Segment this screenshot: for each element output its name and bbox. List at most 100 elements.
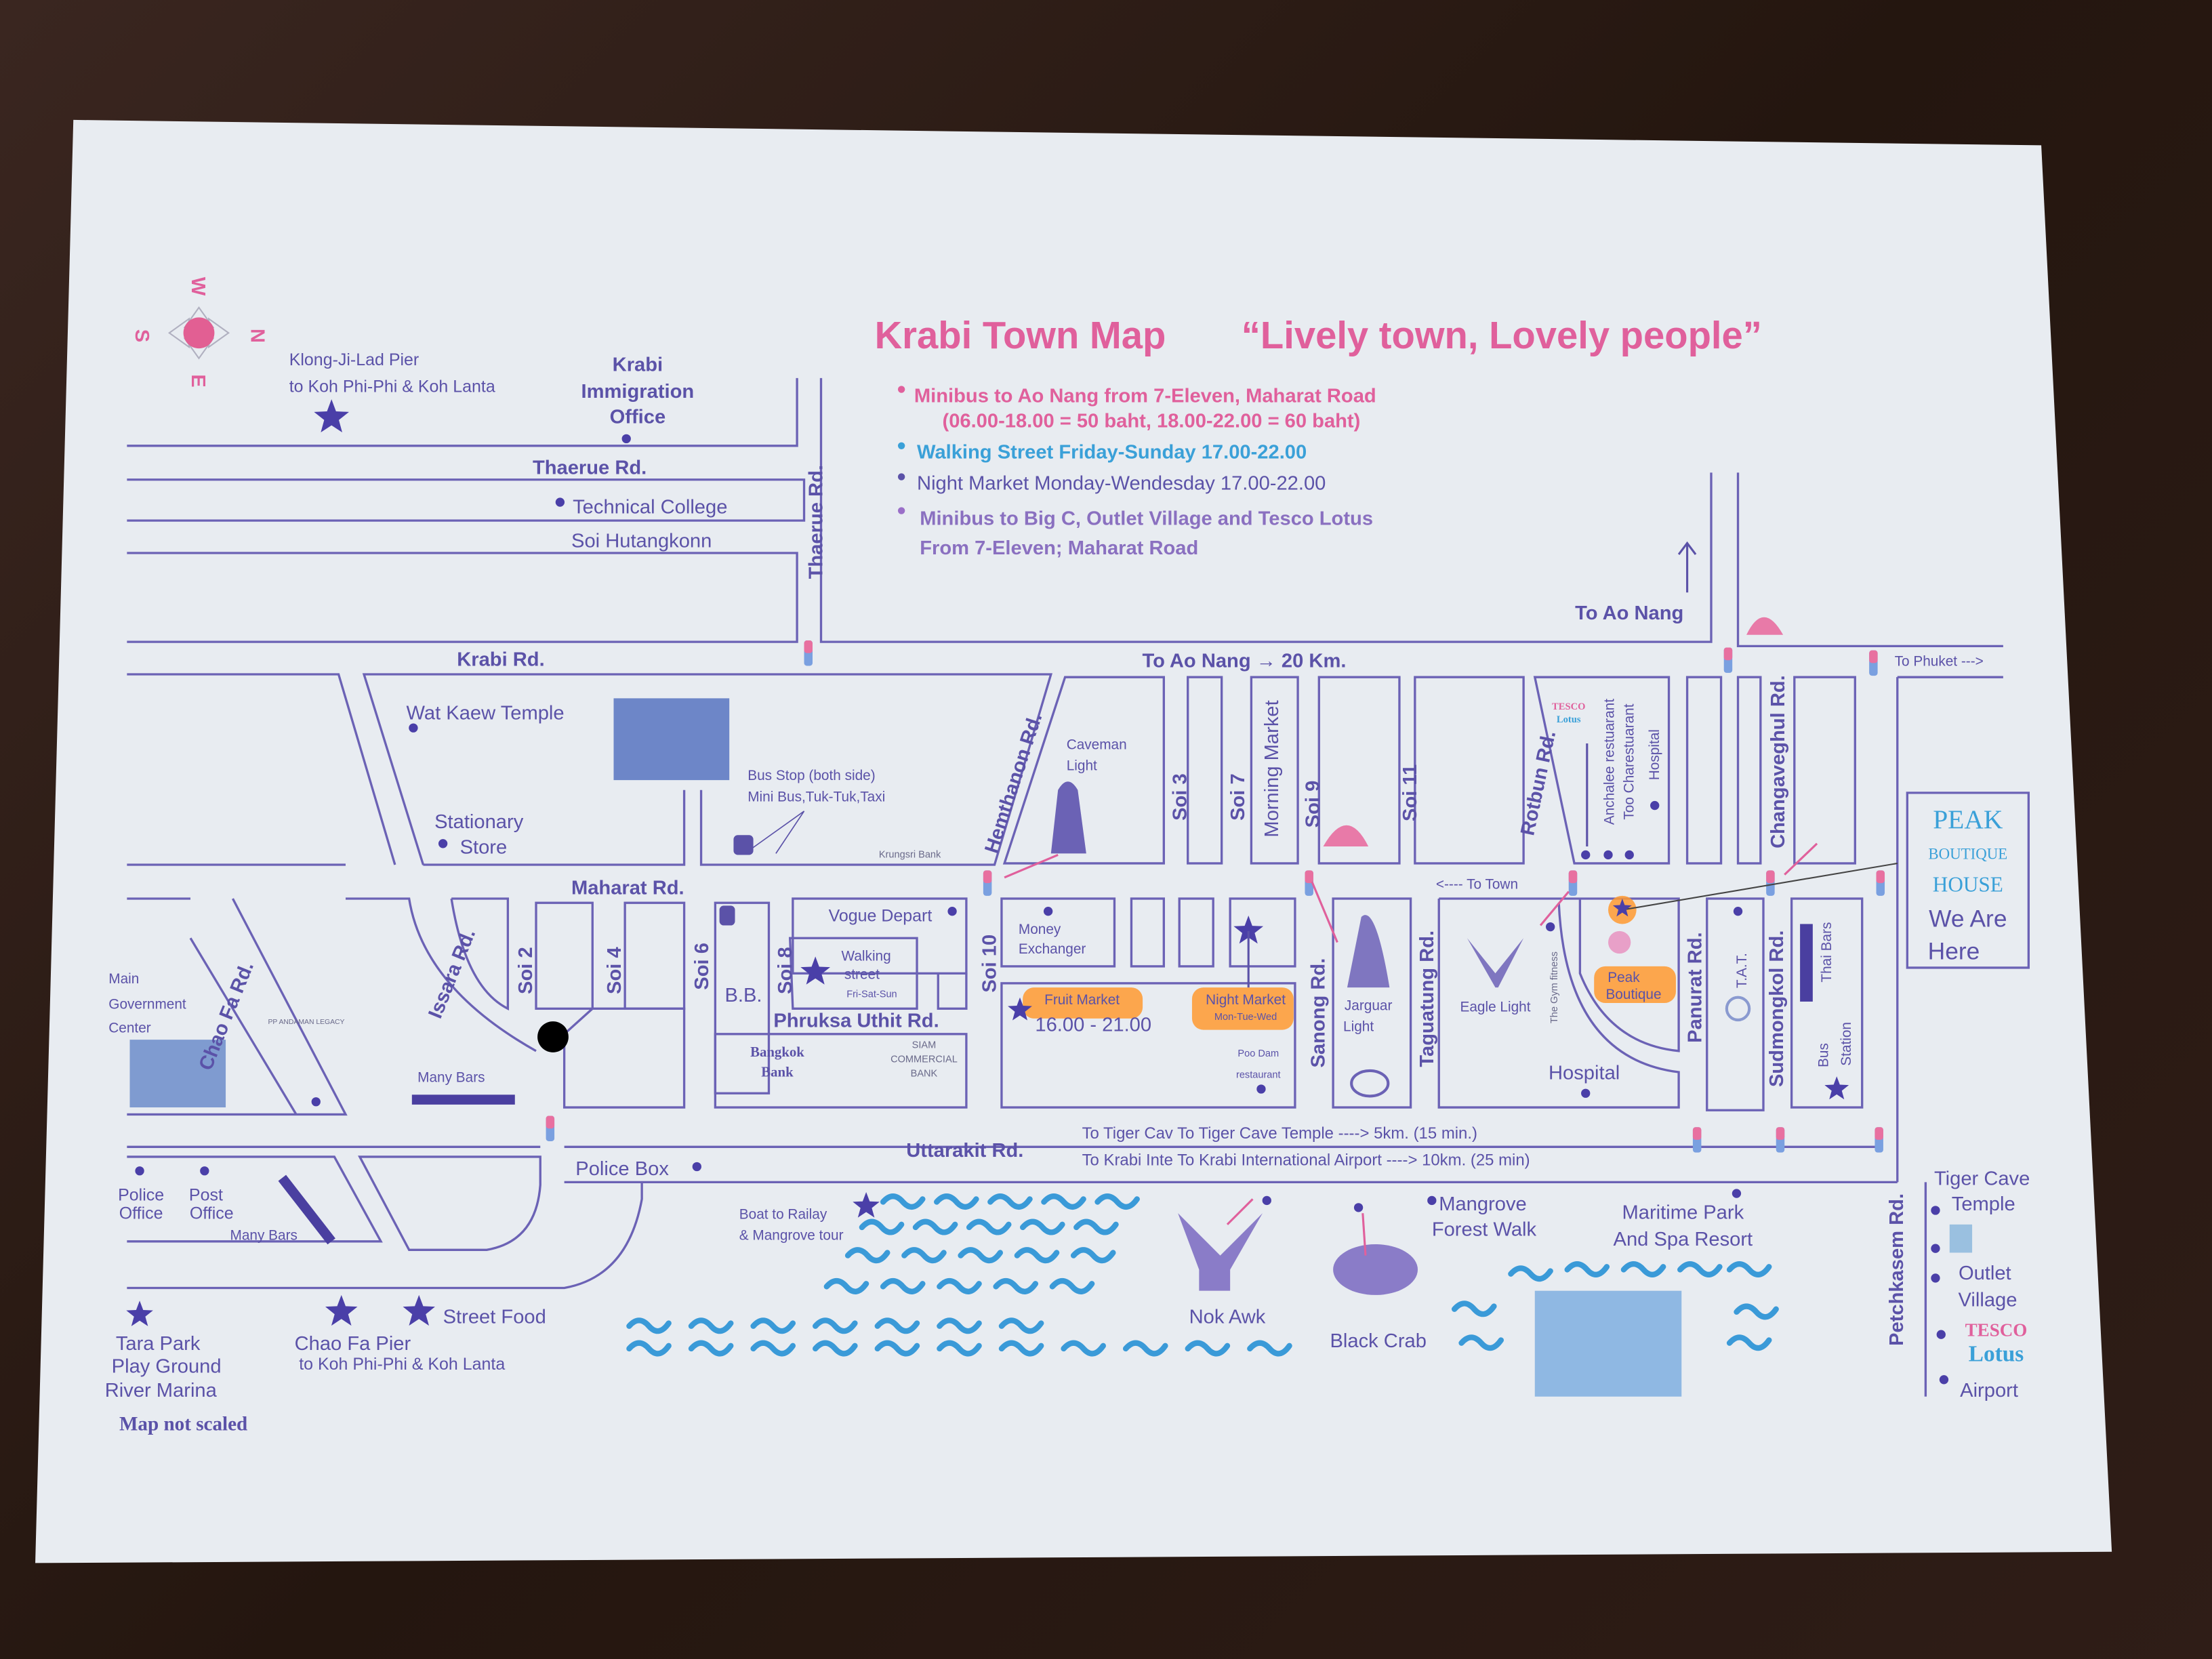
wave-icon (859, 1218, 905, 1235)
wave-icon (1041, 1193, 1086, 1210)
shell-gas-icon (1323, 825, 1369, 846)
morning-market-label: Morning Market (1261, 700, 1283, 837)
traffic-light-top (1305, 870, 1313, 884)
traffic-light-top (983, 870, 992, 884)
siam-bank-label: SIAM (912, 1040, 937, 1051)
note-minibus-from: From 7-Eleven; Maharat Road (920, 537, 1198, 559)
soi-2-label: Soi 2 (515, 947, 537, 994)
traffic-light-icon (1692, 1127, 1702, 1153)
anchalee-restaurant-label: Anchalee restuarant (1601, 699, 1617, 825)
peak-logo-icon (1608, 930, 1631, 954)
star-icon (403, 1294, 435, 1326)
wave-icon (750, 1340, 796, 1357)
tesco-lotus-logo: TESCO (1965, 1319, 2028, 1340)
thaerue-road-label: Thaerue Rd. (533, 457, 647, 478)
we-are-here-pointer (1622, 862, 1898, 911)
big-c-logo-icon (1949, 1224, 1973, 1253)
traffic-light-top (1876, 870, 1885, 884)
wave-icon (912, 1218, 958, 1235)
tesco-lotus-small-logo: Lotus (1557, 714, 1581, 725)
location-dot-icon (409, 723, 418, 733)
petchkasem-road-label: Petchkasem Rd. (1886, 1193, 1908, 1346)
tesco-lotus-small-logo: TESCO (1552, 701, 1585, 712)
traffic-light-top (1692, 1127, 1702, 1140)
stationary-store-label: Store (460, 836, 508, 858)
wave-icon (844, 1247, 890, 1264)
note-minibus-big-c: Minibus to Big C, Outlet Village and Tes… (920, 508, 1373, 529)
wave-icon (626, 1340, 672, 1357)
bus-icon (719, 905, 735, 926)
location-dot-icon (1581, 1088, 1591, 1098)
post-office-label: Post (189, 1185, 223, 1204)
government-center-label: Government (108, 996, 186, 1012)
arrow-up-icon (1677, 541, 1697, 593)
wave-icon (1726, 1261, 1772, 1277)
location-dot-icon (1732, 1189, 1742, 1198)
many-bars-marker (278, 1174, 335, 1245)
wave-icon (1070, 1247, 1116, 1264)
bangkok-bank-label: Bangkok (750, 1044, 804, 1060)
location-dot-icon (947, 907, 957, 916)
fruit-market-hours: 16.00 - 21.00 (1035, 1015, 1151, 1036)
location-dots (135, 434, 1949, 1385)
poo-dam-label: Poo Dam (1237, 1048, 1279, 1059)
location-dot-icon (438, 839, 448, 848)
hospital-label: Hospital (1549, 1062, 1620, 1084)
post-office-label: Office (190, 1204, 234, 1223)
chao-fa-pier-sublabel: to Koh Phi-Phi & Koh Lanta (299, 1355, 505, 1374)
location-dot-icon (1043, 907, 1053, 916)
wave-icon (937, 1340, 982, 1357)
wat-kaew-label: Wat Kaew Temple (407, 703, 565, 724)
location-dot-icon (1353, 1203, 1364, 1212)
wave-icon (966, 1218, 1012, 1235)
wave-icon (1451, 1300, 1497, 1317)
star-icon (1233, 915, 1264, 944)
police-office-label: Office (119, 1204, 163, 1223)
wave-icon (987, 1193, 1033, 1210)
pp-andaman-legacy-label: PP ANDAMAN LEGACY (268, 1019, 345, 1026)
thai-bars-marker (1800, 924, 1813, 1002)
soi-10-label: Soi 10 (979, 935, 1001, 993)
traffic-lights (546, 640, 1885, 1153)
boat-railay-label: Boat to Railay (739, 1207, 827, 1223)
police-box-label: Police Box (575, 1158, 669, 1180)
immigration-label: Krabi (613, 354, 663, 375)
outlet-village-label: Outlet (1959, 1263, 2011, 1284)
esso-gas-icon (1350, 1069, 1390, 1098)
government-center-label: Main (108, 971, 139, 987)
soi-6-label: Soi 6 (691, 943, 713, 990)
wave-icon (823, 1277, 869, 1294)
traffic-light-icon (1766, 870, 1775, 896)
siam-bank-label: BANK (911, 1068, 938, 1079)
compass-west: W (187, 277, 209, 296)
gym-fitness-label: The Gym fitness (1549, 951, 1560, 1023)
bangkok-bank-label: Bank (761, 1063, 794, 1080)
peak-house-logo: HOUSE (1933, 873, 2003, 897)
star-icon (1612, 898, 1632, 917)
wave-icon (1094, 1193, 1140, 1210)
stars (126, 399, 1849, 1326)
caveman-light-label: Caveman (1067, 737, 1127, 752)
wave-icon (1564, 1261, 1610, 1277)
wave-icon (901, 1247, 947, 1264)
info-notes: Minibus to Ao Nang from 7-Eleven, Mahara… (897, 385, 1376, 559)
boat-railay-sublabel: & Mangrove tour (739, 1228, 844, 1244)
compass-east: E (187, 374, 209, 387)
location-dot-icon (1931, 1244, 1940, 1253)
technical-college-label: Technical College (573, 497, 727, 518)
night-market-days: Mon-Tue-Wed (1214, 1012, 1277, 1023)
immigration-label: Immigration (581, 381, 695, 403)
night-market-label: Night Market (1206, 992, 1286, 1008)
traffic-light-top (1568, 870, 1578, 884)
fruit-market-label: Fruit Market (1044, 992, 1120, 1008)
many-bars-marker (411, 1094, 515, 1105)
to-airport-label: To Krabi Inte To Krabi International Air… (1082, 1151, 1530, 1169)
tat-logo-icon (1725, 996, 1751, 1022)
location-dot-icon (1733, 907, 1743, 916)
wave-icon (880, 1277, 926, 1294)
wave-icon (874, 1317, 920, 1334)
airport-label: Airport (1960, 1380, 2018, 1401)
tat-label: T.A.T. (1734, 953, 1750, 988)
wave-icon (1726, 1334, 1772, 1351)
